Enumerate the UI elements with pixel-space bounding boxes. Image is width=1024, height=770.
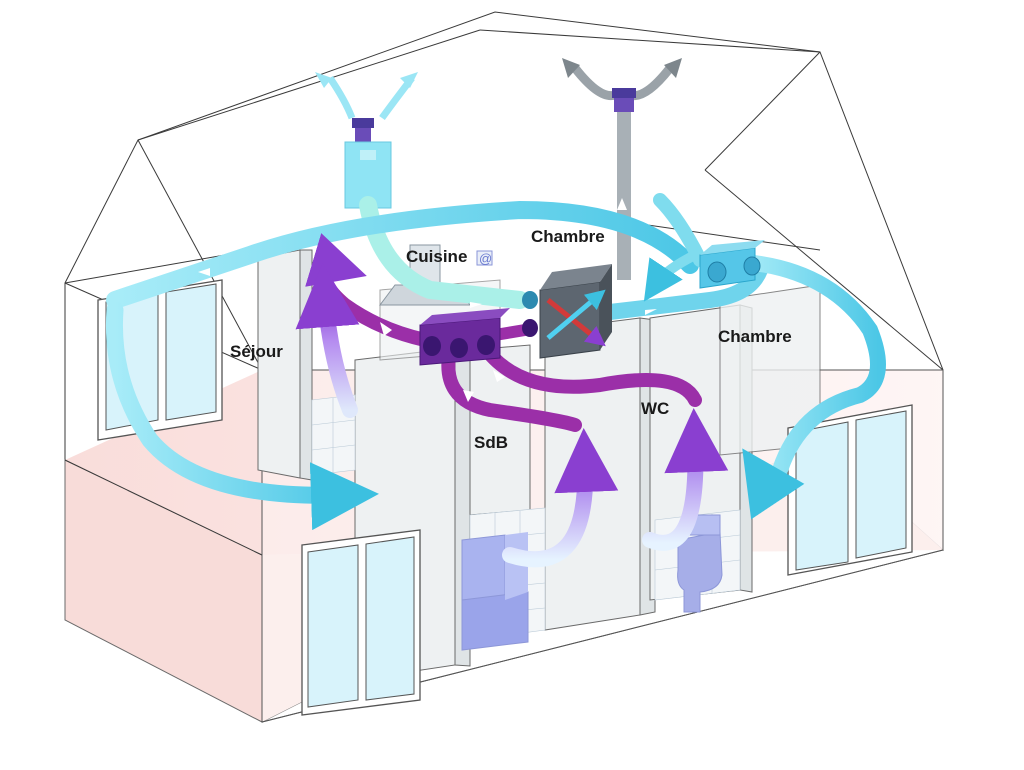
label-wc: WC: [641, 399, 669, 418]
label-chambre-right: Chambre: [718, 327, 792, 346]
label-cuisine: Cuisine: [406, 247, 467, 266]
exhaust-ducts: [295, 233, 729, 568]
fresh-air-intake-icon: [315, 72, 418, 209]
fresh-air-ducts: [105, 193, 886, 531]
stale-air-outlet-icon: [562, 58, 682, 280]
window-front: [301, 529, 421, 716]
flow-arrows: [198, 198, 657, 402]
window-right: [787, 404, 913, 576]
svg-text:@: @: [479, 251, 492, 266]
room-labels: Cuisine @ Chambre Chambre Séjour SdB WC: [230, 227, 792, 452]
toilet-icon: [677, 514, 723, 613]
label-sejour: Séjour: [230, 342, 283, 361]
at-icon: @: [476, 250, 493, 266]
extract-box-icon: [419, 308, 510, 366]
supply-box-icon: [699, 240, 765, 289]
label-chambre-center: Chambre: [531, 227, 605, 246]
heat-exchanger-icon: [522, 264, 612, 359]
label-sdb: SdB: [474, 433, 508, 452]
